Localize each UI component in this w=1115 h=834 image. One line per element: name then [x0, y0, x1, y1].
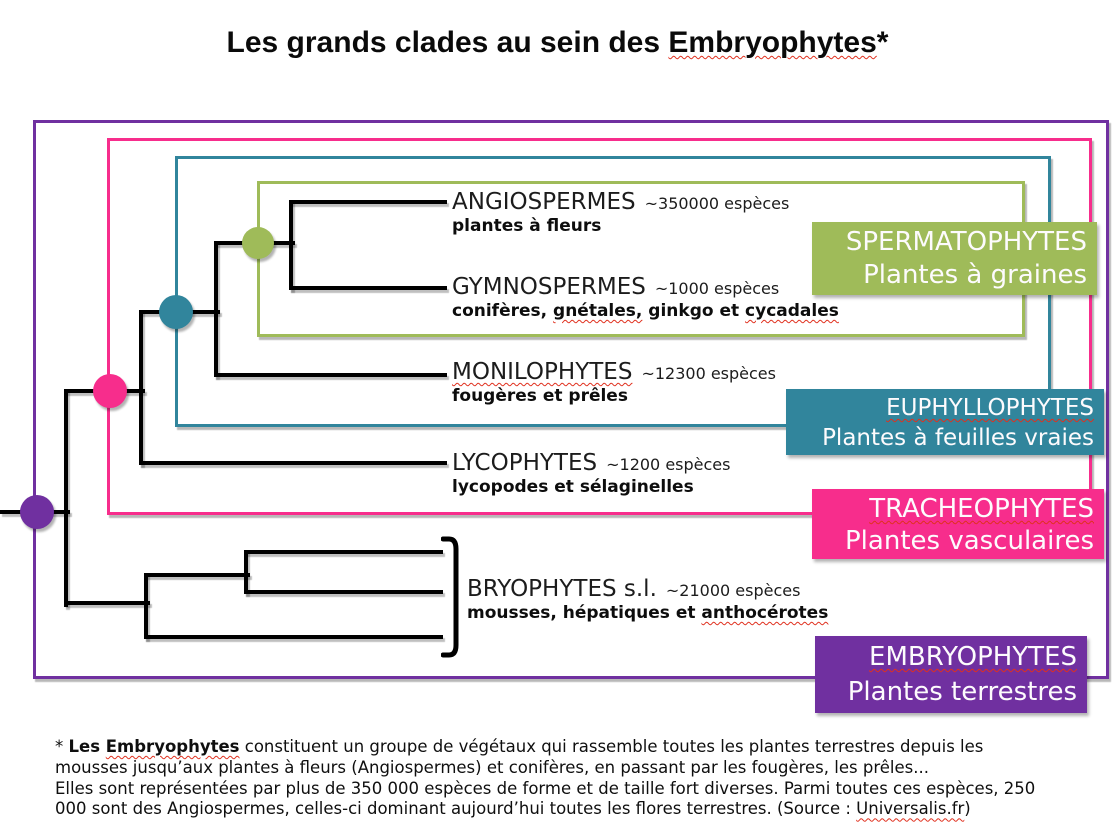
clade-box-tracheophytes: TRACHEOPHYTES Plantes vasculaires [812, 489, 1104, 559]
branch-bryophytes-upper [144, 573, 250, 577]
footnote-asterisk: * [55, 737, 69, 756]
footnote: * Les Embryophytes constituent un groupe… [55, 737, 1050, 820]
taxon-angiospermes: ANGIOSPERMES ~350000 espèces plantes à fl… [452, 189, 789, 236]
desc-misspelled: gnétales, [553, 301, 643, 321]
taxon-species-count: ~1000 espèces [654, 279, 780, 298]
branch-split-root [64, 389, 68, 607]
footnote-text: constituent un groupe de végétaux qui ra… [239, 737, 984, 756]
title-text: Les grands clades au sein des [226, 26, 669, 59]
embryophytes-rect [33, 120, 1109, 679]
taxon-name-row: LYCOPHYTES ~1200 espèces [452, 450, 730, 476]
clade-box-title: EMBRYOPHYTES [869, 642, 1077, 672]
clade-box-subtitle: Plantes terrestres [847, 677, 1077, 707]
page-title: Les grands clades au sein des Embryophyt… [0, 26, 1115, 60]
branch-anthocerotes [144, 635, 443, 639]
clade-box-spermatophytes: SPERMATOPHYTES Plantes à graines [812, 222, 1097, 295]
taxon-name: BRYOPHYTES s.l. [467, 576, 657, 602]
title-misspelled-word: Embryophytes [668, 26, 877, 59]
spermatophytes-node [242, 227, 274, 259]
taxon-description: fougères et prêles [452, 386, 628, 406]
desc-part: conifères, [452, 301, 554, 321]
desc-part: ginkgo et [642, 301, 746, 321]
taxon-description: lycopodes et sélaginelles [452, 477, 694, 497]
clade-box-title: SPERMATOPHYTES [845, 227, 1087, 257]
branch-gymnospermes [289, 286, 447, 290]
taxon-name-row: MONILOPHYTES ~12300 espèces [452, 359, 776, 385]
taxon-name: MONILOPHYTES [452, 359, 633, 385]
euphyllophytes-node [159, 295, 193, 329]
footnote-line-1: * Les Embryophytes constituent un groupe… [55, 737, 1050, 758]
taxon-gymnospermes: GYMNOSPERMES ~1000 espèces conifères, gné… [452, 274, 839, 321]
branch-split-spermatophytes [289, 200, 293, 290]
taxon-name: LYCOPHYTES [452, 450, 598, 476]
taxon-name: GYMNOSPERMES [452, 274, 646, 300]
title-asterisk: * [876, 26, 889, 59]
taxon-name: ANGIOSPERMES [452, 189, 636, 215]
branch-split-bryophytes-2 [244, 550, 248, 594]
taxon-description: mousses, hépatiques et anthocérotes [467, 603, 828, 623]
clade-box-embryophytes: EMBRYOPHYTES Plantes terrestres [815, 636, 1087, 713]
desc-misspelled: anthocérotes [701, 603, 829, 623]
branch-angiospermes [289, 200, 447, 204]
branch-monilophytes [214, 373, 447, 377]
tracheophytes-node [93, 374, 127, 408]
footnote-line-3: Elles sont représentées par plus de 350 … [55, 778, 1036, 798]
desc-misspelled: cycadales [745, 301, 839, 321]
taxon-name-row: ANGIOSPERMES ~350000 espèces [452, 189, 789, 215]
taxon-bryophytes: BRYOPHYTES s.l. ~21000 espèces mousses, h… [467, 576, 828, 623]
clade-box-title: TRACHEOPHYTES [869, 494, 1094, 524]
taxon-lycophytes: LYCOPHYTES ~1200 espèces lycopodes et sél… [452, 450, 730, 497]
branch-lycophytes [139, 461, 447, 465]
branch-split-euphyllophytes [214, 241, 218, 377]
taxon-description: conifères, gnétales, ginkgo et cycadales [452, 301, 839, 321]
footnote-source-misspelled: Universalis.fr [856, 799, 965, 819]
branch-hepatiques [244, 590, 443, 594]
clade-box-title: EUPHYLLOPHYTES [886, 395, 1094, 421]
desc-part: mousses, hépatiques et [467, 603, 702, 623]
taxon-monilophytes: MONILOPHYTES ~12300 espèces fougères et p… [452, 359, 776, 406]
clade-box-subtitle: Plantes à graines [863, 260, 1087, 290]
taxon-name-row: BRYOPHYTES s.l. ~21000 espèces [467, 576, 828, 602]
tracheophytes-rect [107, 138, 1092, 515]
footnote-text: ) [964, 799, 971, 819]
branch-bryophytes [64, 601, 150, 605]
footnote-bold: Les [68, 737, 106, 756]
taxon-name-row: GYMNOSPERMES ~1000 espèces [452, 274, 839, 300]
footnote-text: 000 sont des Angiospermes, celles-ci dom… [55, 799, 857, 819]
embryophytes-node [20, 495, 54, 529]
taxon-species-count: ~350000 espèces [644, 194, 790, 213]
branch-mousses [244, 550, 443, 554]
bryophytes-bracket [441, 536, 459, 658]
clade-box-subtitle: Plantes vasculaires [845, 526, 1094, 556]
taxon-species-count: ~21000 espèces [665, 581, 801, 600]
taxon-species-count: ~1200 espèces [606, 455, 731, 474]
footnote-line-4: 000 sont des Angiospermes, celles-ci dom… [55, 799, 1050, 820]
taxon-species-count: ~12300 espèces [641, 364, 776, 383]
taxon-description: plantes à fleurs [452, 216, 602, 236]
footnote-line-2: mousses jusqu’aux plantes à fleurs (Angi… [55, 757, 929, 777]
clade-box-euphyllophytes: EUPHYLLOPHYTES Plantes à feuilles vraies [786, 389, 1104, 455]
branch-split-bryophytes-1 [144, 573, 148, 639]
branch-split-tracheophytes [139, 310, 143, 465]
clade-box-subtitle: Plantes à feuilles vraies [822, 425, 1094, 451]
footnote-bold-misspelled: Embryophytes [105, 737, 240, 756]
